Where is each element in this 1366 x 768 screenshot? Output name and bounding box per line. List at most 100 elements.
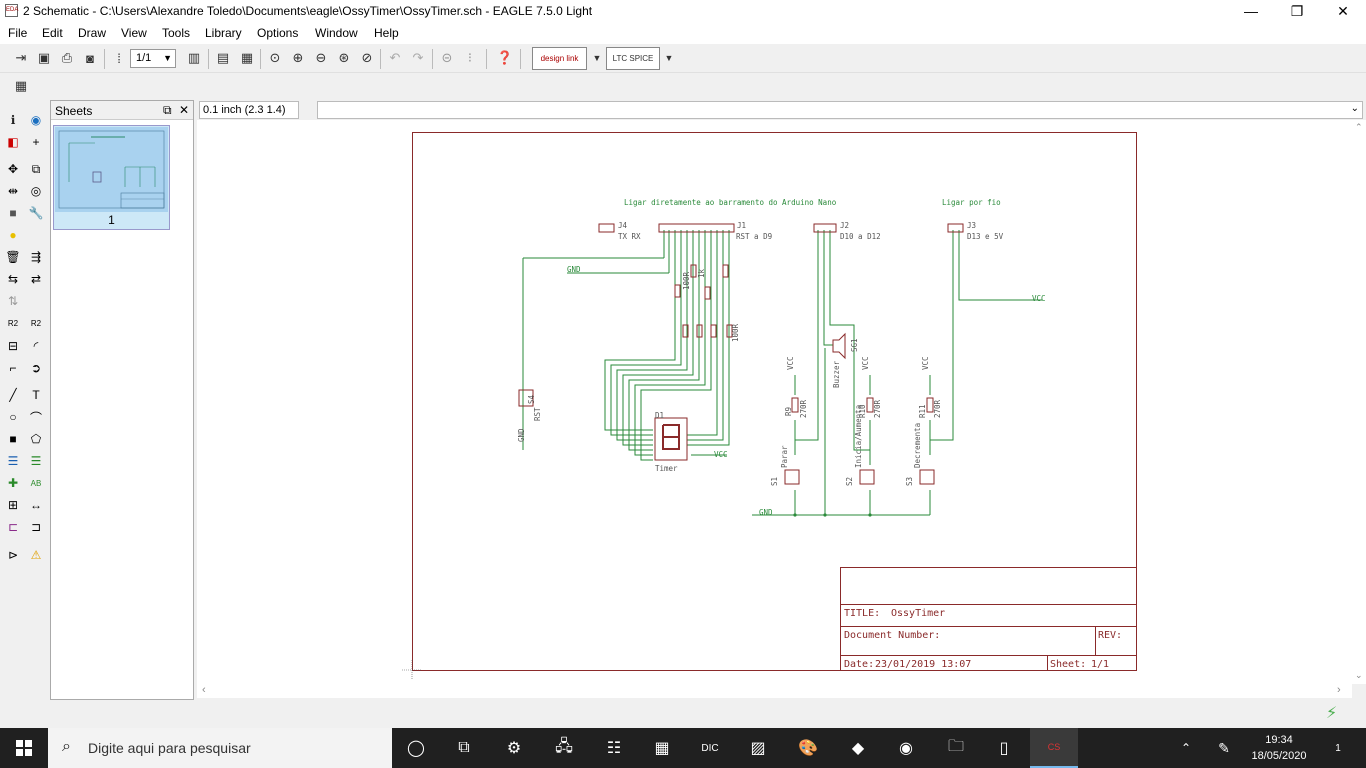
menu-tools[interactable]: Tools bbox=[162, 26, 191, 40]
grid-icon[interactable]: ▦ bbox=[14, 78, 28, 93]
sheet-select[interactable]: 1/1 ▼ bbox=[130, 49, 176, 68]
wire-icon[interactable]: ╱ bbox=[9, 388, 17, 402]
redo-icon[interactable]: ↷ bbox=[412, 50, 424, 65]
mirror-icon[interactable]: ⇹ bbox=[7, 184, 19, 198]
replace-icon[interactable]: ⇄ bbox=[30, 272, 42, 286]
open-icon[interactable]: ⇥ bbox=[15, 50, 27, 65]
network-app-icon[interactable]: 🖧 bbox=[555, 737, 573, 755]
ltspice-dropdown-icon[interactable]: ▼ bbox=[664, 53, 674, 63]
zoom-select-icon[interactable]: ⊛ bbox=[338, 50, 350, 65]
gateswap-icon[interactable]: ⇅ bbox=[7, 294, 19, 308]
notifications-icon[interactable]: 1 bbox=[1318, 728, 1358, 768]
change-icon[interactable]: 🔧 bbox=[28, 206, 44, 220]
name-icon[interactable]: R2 bbox=[7, 318, 19, 328]
zoom-out-icon[interactable]: ⊖ bbox=[315, 50, 327, 65]
document-icon[interactable]: ▯ bbox=[999, 740, 1009, 757]
chrome-icon[interactable]: ◉ bbox=[899, 740, 913, 757]
print-icon[interactable]: ⎙ bbox=[61, 50, 73, 65]
tray-chevron-icon[interactable]: ⌃ bbox=[1180, 741, 1192, 755]
pinswap-icon[interactable]: ⇆ bbox=[7, 272, 19, 286]
eagle-taskbar-icon[interactable]: CS bbox=[1030, 728, 1078, 768]
sheet-stack-icon[interactable]: ⁞ bbox=[117, 50, 121, 66]
minimize-button[interactable]: — bbox=[1244, 3, 1258, 19]
dic-app-icon[interactable]: DIC bbox=[701, 742, 719, 754]
ulp-icon[interactable]: ▦ bbox=[240, 50, 254, 65]
smash-icon[interactable]: ⊟ bbox=[7, 339, 19, 353]
redraw-icon[interactable]: ⊘ bbox=[361, 50, 373, 65]
paint-icon[interactable]: 🎨 bbox=[798, 740, 818, 757]
menu-library[interactable]: Library bbox=[205, 26, 242, 40]
dimension-icon[interactable]: ↔ bbox=[30, 498, 42, 512]
info-icon[interactable]: ℹ bbox=[10, 113, 16, 127]
net-icon[interactable]: ☰ bbox=[30, 454, 42, 468]
close-button[interactable]: ✕ bbox=[1337, 3, 1349, 19]
zoom-fit-icon[interactable]: ⊙ bbox=[269, 50, 281, 65]
modules-icon[interactable]: ⊐ bbox=[30, 520, 42, 534]
vertical-scrollbar[interactable]: ⌃ ⌄ bbox=[1352, 120, 1366, 684]
zoom-in-icon[interactable]: ⊕ bbox=[292, 50, 304, 65]
arc-icon[interactable]: ⌒ bbox=[29, 410, 42, 425]
designlink-button[interactable]: design link bbox=[532, 47, 587, 70]
circle-icon[interactable]: ○ bbox=[9, 410, 17, 424]
menu-edit[interactable]: Edit bbox=[42, 26, 63, 40]
stop-icon[interactable]: ⊝ bbox=[441, 50, 453, 65]
save-icon[interactable]: ▣ bbox=[37, 50, 51, 65]
start-button[interactable] bbox=[0, 728, 48, 768]
command-line-input[interactable]: ⌄ bbox=[317, 101, 1363, 119]
help-icon[interactable]: ❓ bbox=[496, 50, 514, 65]
close-panel-icon[interactable]: ✕ bbox=[179, 103, 190, 117]
paste-icon[interactable]: ● bbox=[9, 228, 17, 242]
label-icon[interactable]: AB bbox=[30, 478, 42, 488]
menu-help[interactable]: Help bbox=[374, 26, 399, 40]
rect-icon[interactable]: ■ bbox=[9, 432, 17, 446]
rotate-icon[interactable]: ◎ bbox=[30, 184, 42, 198]
taskbar-search[interactable]: ⌕ Digite aqui para pesquisar bbox=[48, 728, 392, 768]
sheet-thumbnail[interactable] bbox=[53, 125, 170, 230]
go-icon[interactable]: ⁝ bbox=[467, 50, 473, 65]
scroll-up-icon[interactable]: ⌃ bbox=[1355, 122, 1363, 132]
delete-icon[interactable]: 🗑 bbox=[5, 250, 21, 264]
add-icon[interactable]: ⇶ bbox=[30, 250, 42, 264]
explorer-icon[interactable]: 🗀 bbox=[947, 737, 964, 755]
invoke-icon[interactable]: ➲ bbox=[30, 361, 42, 375]
attribute-icon[interactable]: ⊞ bbox=[7, 498, 19, 512]
script-icon[interactable]: ▤ bbox=[216, 50, 230, 65]
split-icon[interactable]: ⌐ bbox=[9, 361, 17, 375]
pen-icon[interactable]: ✎ bbox=[1218, 739, 1230, 756]
chevron-down-icon[interactable]: ⌄ bbox=[1350, 103, 1359, 114]
schematic-canvas[interactable]: Ligar diretamente ao barramento do Ardui… bbox=[197, 120, 1352, 684]
cam-icon[interactable]: ◙ bbox=[86, 50, 94, 66]
miter-icon[interactable]: ◜ bbox=[33, 339, 39, 353]
junction-icon[interactable]: ✚ bbox=[7, 476, 19, 490]
restore-button[interactable]: ❐ bbox=[1290, 3, 1304, 19]
scroll-down-icon[interactable]: ⌄ bbox=[1355, 670, 1363, 680]
undo-icon[interactable]: ↶ bbox=[389, 50, 401, 65]
polygon-icon[interactable]: ⬠ bbox=[30, 432, 42, 446]
lightning-icon[interactable]: ⚡ bbox=[1326, 705, 1338, 722]
task-view-icon[interactable]: ⧉ bbox=[458, 739, 470, 756]
settings-icon[interactable]: ⚙ bbox=[506, 740, 522, 757]
app-icon[interactable]: ◆ bbox=[851, 740, 865, 757]
menu-draw[interactable]: Draw bbox=[78, 26, 107, 40]
menu-options[interactable]: Options bbox=[257, 26, 299, 40]
board-icon[interactable]: ▥ bbox=[187, 50, 201, 65]
ltspice-button[interactable]: LTC SPICE bbox=[606, 47, 660, 70]
clock[interactable]: 19:34 18/05/2020 bbox=[1243, 732, 1315, 764]
horizontal-scrollbar[interactable]: ‹ › bbox=[197, 684, 1352, 698]
scroll-left-icon[interactable]: ‹ bbox=[202, 684, 206, 696]
chart-app-icon[interactable]: ▨ bbox=[750, 740, 766, 757]
menu-view[interactable]: View bbox=[121, 26, 147, 40]
errors-icon[interactable]: ⚠ bbox=[30, 548, 42, 562]
move-icon[interactable]: ✥ bbox=[7, 162, 19, 176]
file-list-icon[interactable]: ☷ bbox=[606, 740, 622, 757]
copy-icon[interactable]: ⧉ bbox=[31, 161, 41, 176]
menu-file[interactable]: File bbox=[8, 26, 28, 40]
bus-icon[interactable]: ☰ bbox=[7, 454, 19, 468]
mark-icon[interactable]: + bbox=[32, 135, 40, 149]
show-icon[interactable]: ◉ bbox=[30, 113, 42, 127]
erc-icon[interactable]: ⊳ bbox=[7, 548, 19, 562]
display-layers-icon[interactable]: ◧ bbox=[7, 135, 19, 149]
group-icon[interactable]: ■ bbox=[9, 206, 17, 220]
calculator-icon[interactable]: ▦ bbox=[654, 740, 670, 757]
designlink-dropdown-icon[interactable]: ▼ bbox=[592, 53, 602, 63]
